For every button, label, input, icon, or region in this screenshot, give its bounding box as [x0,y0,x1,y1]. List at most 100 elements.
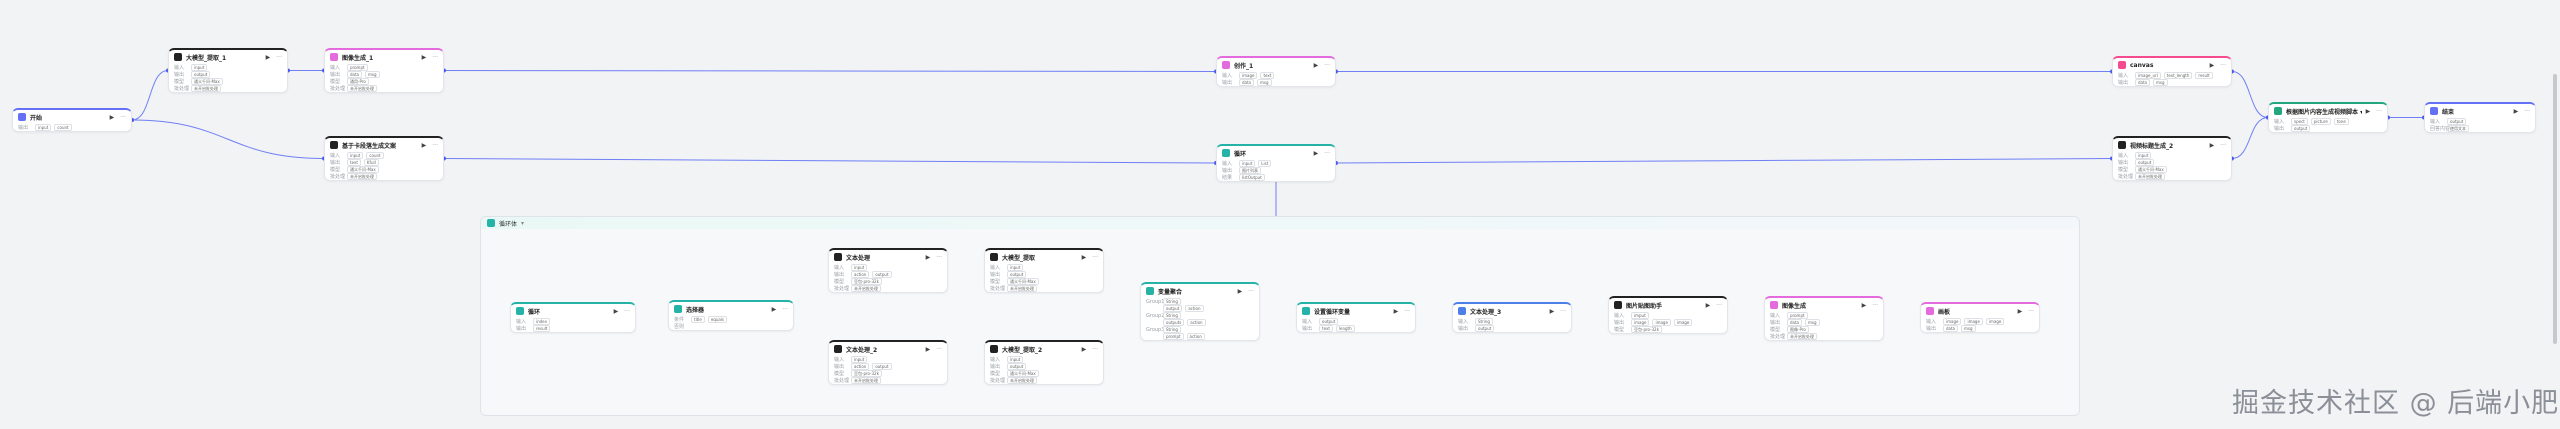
node-header[interactable]: 循环▶··· [1217,146,1335,160]
more-options-icon[interactable]: ··· [2220,61,2226,69]
run-node-icon[interactable]: ▶ [1081,345,1087,353]
more-options-icon[interactable]: ··· [1404,307,1410,315]
more-options-icon[interactable]: ··· [1092,345,1098,353]
run-node-icon[interactable]: ▶ [1549,307,1555,315]
node-header[interactable]: 大模型_提取_1▶··· [169,50,287,64]
vertical-scrollbar[interactable] [2553,74,2557,344]
node-header[interactable]: 结束▶··· [2425,104,2535,118]
node-header[interactable]: 文本处理_3▶··· [1453,304,1571,318]
node-type-icon [18,113,26,121]
node-header[interactable]: 设置循环变量 ▶ ··· [1297,304,1415,318]
more-options-icon[interactable]: ··· [936,345,942,353]
run-node-icon[interactable]: ▶ [109,113,115,121]
run-node-icon[interactable]: ▶ [1313,61,1319,69]
run-node-icon[interactable]: ▶ [1081,253,1087,261]
more-options-icon[interactable]: ··· [1248,287,1254,295]
node-header[interactable]: 开始▶··· [13,110,131,124]
run-node-icon[interactable]: ▶ [2365,107,2371,115]
node-header[interactable]: canvas▶··· [2113,58,2231,72]
node-header[interactable]: 视频标题生成_2▶··· [2113,138,2231,152]
more-options-icon[interactable]: ··· [1872,301,1878,309]
run-node-icon[interactable]: ▶ [1861,301,1867,309]
more-options-icon[interactable]: ··· [2376,107,2382,115]
more-options-icon[interactable]: ··· [1560,307,1566,315]
node-header[interactable]: 画板▶··· [1921,304,2039,318]
more-options-icon[interactable]: ··· [432,141,438,149]
run-node-icon[interactable]: ▶ [925,345,931,353]
more-options-icon[interactable]: ··· [782,305,788,313]
node-header[interactable]: 图像生成_1▶··· [325,50,443,64]
run-node-icon[interactable]: ▶ [2017,307,2023,315]
node-header[interactable]: 图像生成▶··· [1765,298,1883,312]
run-node-icon[interactable]: ▶ [2513,107,2519,115]
more-options-icon[interactable]: ··· [120,113,126,121]
more-options-icon[interactable]: ··· [1324,61,1330,69]
run-node-icon[interactable]: ▶ [421,53,427,61]
more-options-icon[interactable]: ··· [2220,141,2226,149]
node-header[interactable]: 大模型_提取▶··· [985,250,1103,264]
more-options-icon[interactable]: ··· [1716,301,1722,309]
more-options-icon[interactable]: ··· [1324,149,1330,157]
run-node-icon[interactable]: ▶ [2209,141,2215,149]
param-label: 输入 [330,153,341,159]
node-header[interactable]: 大模型_提取_2▶··· [985,342,1103,356]
param-tag: String [1163,326,1181,333]
run-node-icon[interactable]: ▶ [421,141,427,149]
more-options-icon[interactable]: ··· [2028,307,2034,315]
more-options-icon[interactable]: ··· [624,307,630,315]
run-node-icon[interactable]: ▶ [265,53,271,61]
node-header[interactable]: 图片贴图助手 ▶ ··· [1609,298,1727,312]
node-header[interactable]: 选择器▶··· [669,302,793,316]
run-node-icon[interactable]: ▶ [1393,307,1399,315]
node-title: 图片贴图助手 [1626,302,1663,310]
node-title: 设置循环变量 [1314,308,1351,316]
node-header[interactable]: 创作_1▶··· [1217,58,1335,72]
node-type-icon [2274,107,2282,115]
node-header[interactable]: 文本处理▶··· [829,250,947,264]
more-options-icon[interactable]: ··· [432,53,438,61]
more-options-icon[interactable]: ··· [1092,253,1098,261]
run-node-icon[interactable]: ▶ [2209,61,2215,69]
chevron-down-icon[interactable]: ▾ [521,219,525,227]
run-node-icon[interactable]: ▶ [613,307,619,315]
node-header[interactable]: 基于卡段落生成文案▶··· [325,138,443,152]
run-node-icon[interactable]: ▶ [771,305,777,313]
node-header[interactable]: 文本处理_2▶··· [829,342,947,356]
param-label: 输出 [18,125,29,131]
more-options-icon[interactable]: ··· [936,253,942,261]
node-header[interactable]: 循环▶··· [511,304,635,318]
node-header[interactable]: 根据图片内容生成视频脚本 ▾▶··· [2269,104,2387,118]
param-label: 输出 [2274,126,2285,132]
node-header[interactable]: 变量聚合▶··· [1141,284,1259,298]
run-node-icon[interactable]: ▶ [1705,301,1711,309]
more-options-icon[interactable]: ··· [276,53,282,61]
run-node-icon[interactable]: ▶ [1313,149,1319,157]
run-node-icon[interactable]: ▶ [1237,287,1243,295]
run-node-icon[interactable]: ▶ [925,253,931,261]
more-options-icon[interactable]: ··· [2524,107,2530,115]
